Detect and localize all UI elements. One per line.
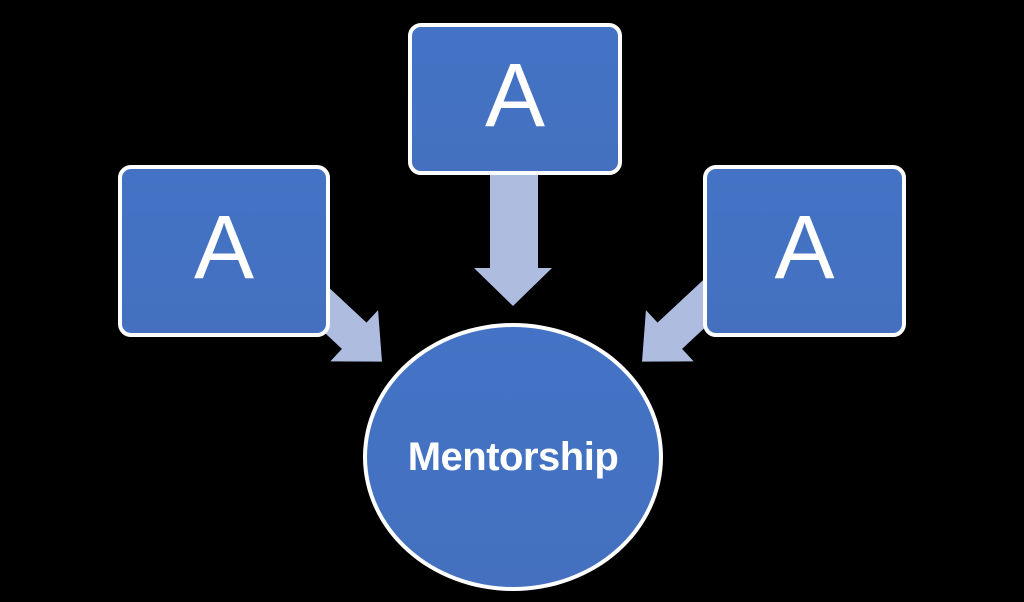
node-ellipse-mentorship: Mentorship <box>363 323 663 591</box>
node-box-left-label: A <box>193 198 255 298</box>
node-box-top-label: A <box>484 46 546 146</box>
node-box-left: A <box>118 165 330 337</box>
node-ellipse-mentorship-label: Mentorship <box>407 435 619 479</box>
arrow-top-to-center-icon <box>474 175 552 306</box>
node-box-top: A <box>408 23 622 175</box>
node-box-right-label: A <box>774 198 835 298</box>
node-box-right: A <box>703 165 906 337</box>
